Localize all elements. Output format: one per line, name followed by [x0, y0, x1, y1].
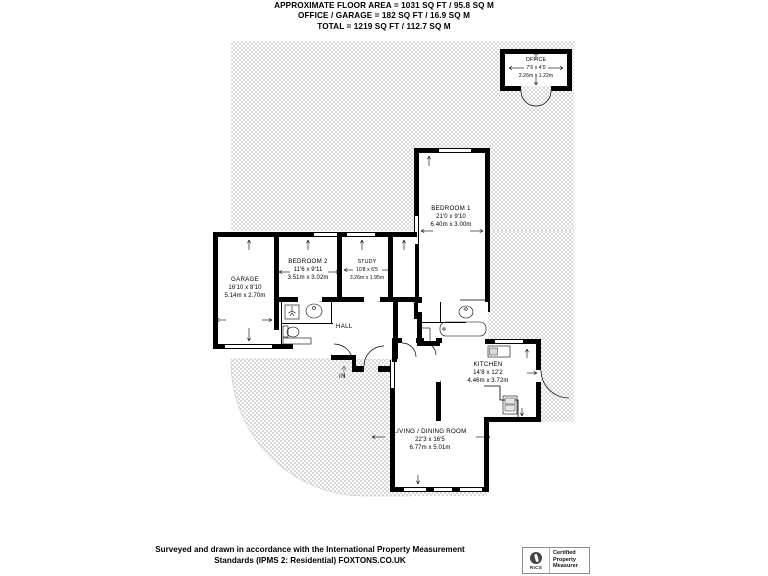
study-wall-bottom-left [342, 297, 364, 302]
living-wall-bottom-mid2 [452, 487, 460, 492]
entrance-wall-right [378, 366, 392, 372]
bedroom1-wall-right [485, 148, 490, 312]
bathroom-right-wall-left-seg [417, 312, 422, 346]
kitchen-wall-bottom [484, 417, 541, 422]
badge-line-1: Certified [553, 550, 576, 556]
footer-line-1: Surveyed and drawn in accordance with th… [155, 545, 465, 554]
ensuite-upper-floor [393, 235, 415, 303]
study-window-top [347, 232, 375, 237]
kitchen-floor [441, 341, 541, 421]
footer-line-2: Standards (IPMS 2: Residential) FOXTONS.… [214, 555, 406, 565]
bathroom-right-floor [418, 302, 488, 345]
bathroom-left-wall-bottom [281, 344, 293, 349]
bathroom-left-partition-left [281, 302, 283, 347]
bedroom2-window-top [314, 232, 342, 237]
bathroom-right-partition-h [418, 322, 466, 324]
badge-line-3: Measurer [553, 563, 578, 570]
bedroom2-wall-bottom-left [274, 297, 298, 302]
bedroom2-wall-right [337, 232, 342, 302]
bedroom1-floor [417, 150, 490, 312]
office-wall-bottom-left [500, 86, 521, 91]
garage-wall-bottom-left [213, 344, 225, 349]
office-garage-area-line: OFFICE / GARAGE = 182 SQ FT / 16.9 SQ M [297, 11, 470, 21]
study-wall-top-right [375, 232, 393, 237]
ensuite-upper-wall-top [393, 232, 417, 237]
living-wall-right-upper-jog [436, 382, 441, 420]
area-summary-header: APPROXIMATE FLOOR AREA = 1031 SQ FT / 95… [0, 0, 768, 32]
kitchen-wall-right-lower [536, 382, 541, 422]
office-wall-top [500, 49, 572, 54]
floor-plan-canvas: OFFICE 7'6 x 4'0 2.26m x 1.22m BEDROOM 1… [213, 41, 574, 497]
study-wall-bottom-right [380, 297, 393, 302]
rics-badge-text: Certified Property Measurer [550, 548, 589, 573]
bedroom1-wall-left-upper [414, 148, 419, 216]
rics-certified-badge: RICS Certified Property Measurer [522, 547, 590, 574]
floor-area-line: APPROXIMATE FLOOR AREA = 1031 SQ FT / 95… [274, 1, 494, 10]
internal-wall-hall-right [393, 297, 398, 359]
badge-line-2: Property [553, 556, 577, 563]
bathroom-right-partition-v [440, 302, 442, 322]
living-window-bottom-2 [434, 487, 452, 492]
rics-logo-mark-icon [530, 551, 542, 564]
bedroom2-wall-top-left [274, 232, 314, 237]
office-wall-bottom-right [551, 86, 572, 91]
living-wall-left [390, 388, 395, 492]
living-wall-bottom-left [390, 487, 404, 492]
bathroom-left-partition-right [331, 302, 333, 324]
office-room-floor [505, 54, 567, 86]
living-window-left-upper [390, 360, 395, 388]
office-wall-right [567, 49, 572, 91]
bathroom-right-wall-top [417, 297, 422, 303]
hall-wall-bottom-right [352, 355, 356, 371]
footer-text-block: Surveyed and drawn in accordance with th… [110, 545, 510, 566]
bedroom1-window-top [439, 148, 471, 153]
kitchen-wall-right-upper [536, 339, 541, 370]
garage-door-opening [225, 344, 272, 349]
total-area-line: TOTAL = 1219 SQ FT / 112.7 SQ M [317, 21, 451, 31]
garden-hatch-lower [230, 358, 411, 497]
footer: Surveyed and drawn in accordance with th… [0, 542, 768, 576]
hall-wall-bottom-left [331, 355, 353, 360]
entrance-wall-left [352, 366, 364, 372]
rics-logo: RICS [523, 548, 550, 573]
kitchen-wall-top-right [523, 339, 541, 344]
bedroom1-wall-top-left [414, 148, 439, 153]
bedroom1-window-left [414, 216, 419, 244]
corridor-wall-top-3 [436, 338, 442, 343]
entrance-label: IN [339, 374, 346, 380]
bedroom1-wall-left-lower [414, 244, 419, 319]
garage-wall-top [213, 232, 274, 237]
bathroom-left-partition-mid [281, 323, 333, 325]
kitchen-wall-top-left [485, 339, 495, 344]
bedroom2-wall-left [274, 232, 279, 330]
living-window-bottom-3 [460, 487, 482, 492]
living-wall-bottom-mid1 [426, 487, 434, 492]
hall-floor [333, 302, 398, 359]
kitchen-window-top [495, 339, 523, 344]
hall-label: HALL [336, 324, 353, 330]
ensuite-upper-wall-bottom [393, 297, 417, 302]
study-floor [342, 235, 392, 303]
garage-wall-left [213, 232, 218, 349]
study-wall-right [388, 232, 393, 302]
bedroom1-wall-top-right [471, 148, 490, 153]
rics-logo-text: RICS [529, 564, 543, 570]
study-wall-top-left [342, 232, 347, 237]
living-wall-right [484, 416, 489, 492]
office-wall-left [500, 49, 505, 91]
bedroom2-wall-bottom-right [322, 297, 342, 302]
corridor-wall-top-2 [416, 338, 424, 343]
living-window-bottom-1 [404, 487, 426, 492]
garage-floor [216, 235, 274, 347]
